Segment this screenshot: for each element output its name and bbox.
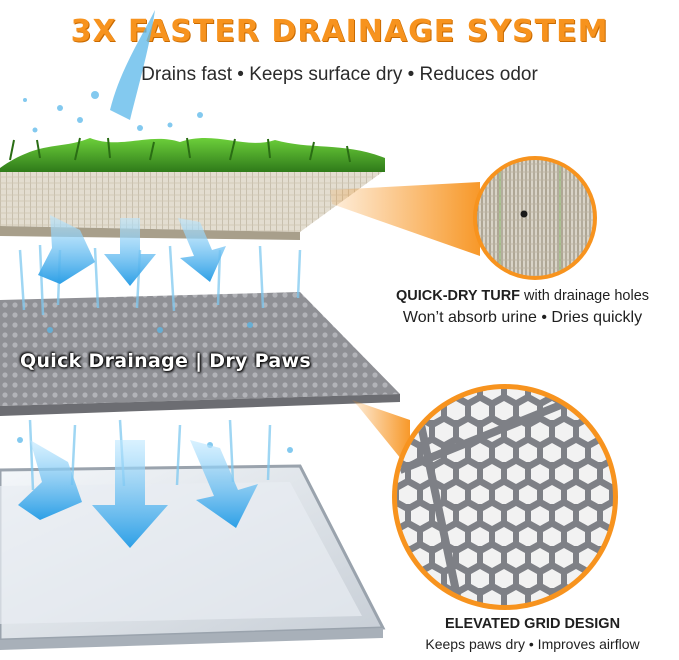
grid-caption: ELEVATED GRID DESIGN Keeps paws dry • Im… [390, 616, 675, 652]
turf-layer [0, 137, 385, 240]
grid-caption-title: ELEVATED GRID DESIGN [444, 616, 621, 632]
page-title: 3X FASTER DRAINAGE SYSTEM [70, 14, 609, 49]
grid-caption-detail: Keeps paws dry • Improves airflow [425, 636, 640, 652]
subtitle: Drains fast • Keeps surface dry • Reduce… [141, 64, 538, 85]
callout-beam-grid [352, 400, 410, 470]
turf-caption-title: QUICK-DRY TURF [395, 288, 521, 304]
drainage-arrow-icon [38, 215, 226, 286]
drain-tray [0, 464, 386, 650]
grid-layer [0, 292, 400, 416]
callout-beam-turf [330, 182, 480, 256]
drainage-arrow-icon [18, 440, 258, 548]
turf-caption: QUICK-DRY TURF with drainage holes Won’t… [370, 287, 675, 327]
drainage-banner: Quick Drainage | Dry Paws [20, 350, 311, 372]
drain-hole-icon [520, 210, 528, 218]
turf-caption-detail: Won’t absorb urine • Dries quickly [402, 309, 643, 326]
turf-closeup [473, 156, 597, 280]
grid-closeup [392, 384, 618, 610]
turf-caption-rest: with drainage holes [520, 288, 650, 304]
